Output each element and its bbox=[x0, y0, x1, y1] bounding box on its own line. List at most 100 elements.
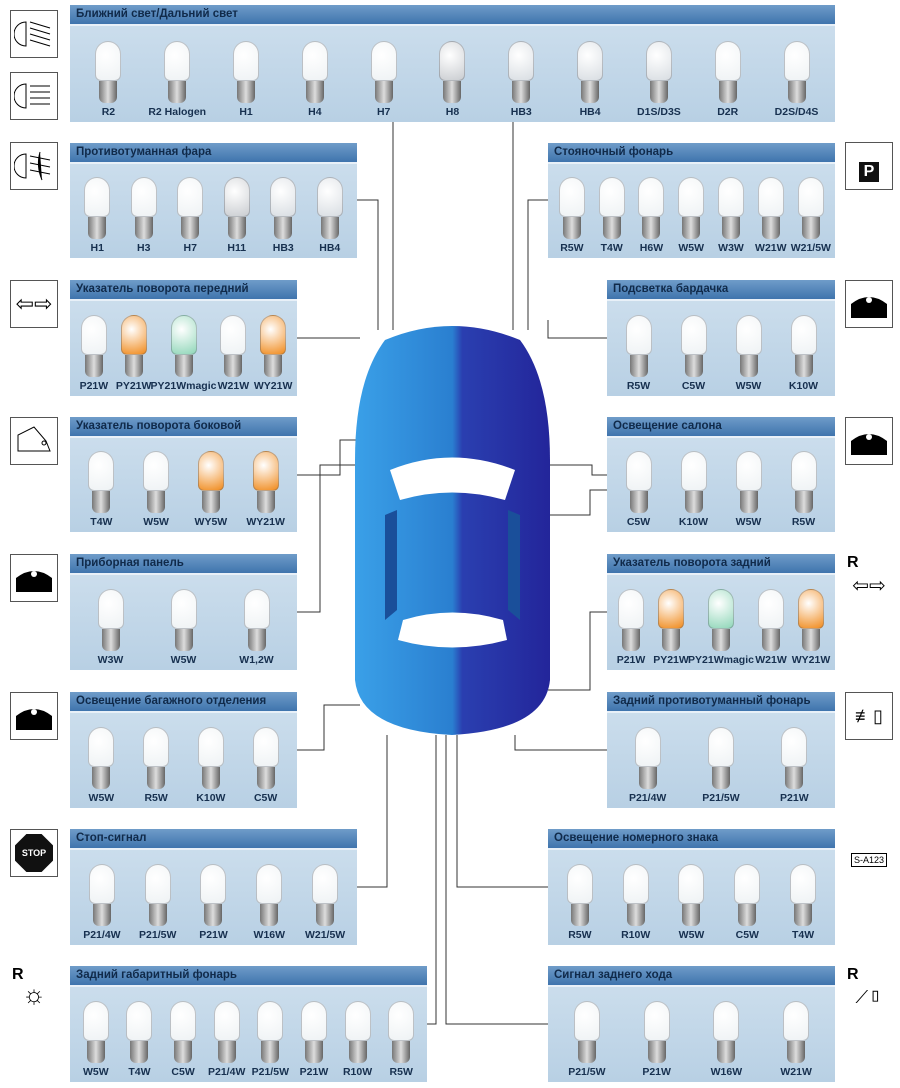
bulb-base bbox=[629, 491, 648, 513]
bulb-label: R5W bbox=[626, 380, 651, 392]
bulb-glass-icon bbox=[82, 1001, 109, 1041]
bulb-base bbox=[92, 904, 111, 926]
p-label: P bbox=[858, 162, 880, 182]
panel-title: Освещение номерного знака bbox=[548, 829, 835, 850]
bulb-label: H3 bbox=[137, 242, 151, 254]
reverse-light-icon: R⟋▯ bbox=[845, 966, 893, 1014]
bulb-glass-icon bbox=[707, 727, 734, 767]
panel-title: Задний габаритный фонарь bbox=[70, 966, 427, 987]
bulb-label: R5W bbox=[791, 516, 816, 528]
bulb-glass-icon bbox=[622, 864, 649, 904]
bulb-item: HB3 bbox=[491, 41, 551, 120]
bulb-base bbox=[647, 1041, 666, 1063]
bulb-glass-icon bbox=[95, 41, 122, 81]
bulb-glass-icon bbox=[783, 1001, 810, 1041]
bulb-item: W21/5W bbox=[791, 177, 831, 256]
bulb-glass-icon bbox=[598, 177, 625, 217]
bulb-item: P21/4W bbox=[74, 864, 130, 943]
bulb-label: T4W bbox=[128, 1066, 151, 1078]
bulb-label: R10W bbox=[342, 1066, 373, 1078]
bulb-glass-icon bbox=[680, 315, 707, 355]
bulb-label: R5W bbox=[389, 1066, 413, 1078]
panel-title: Освещение багажного отделения bbox=[70, 692, 297, 713]
bulb-glass-icon bbox=[757, 177, 784, 217]
bulb-base bbox=[316, 904, 335, 926]
bulb-label: R10W bbox=[621, 929, 651, 941]
bulb-label: P21/5W bbox=[139, 929, 177, 941]
bulb-base bbox=[256, 491, 275, 513]
bulb-glass-icon bbox=[126, 1001, 153, 1041]
bulb-base bbox=[237, 81, 256, 103]
bulb-base bbox=[147, 767, 166, 789]
bulb-item: R5W bbox=[552, 864, 608, 943]
bulb-item: W5W bbox=[721, 315, 776, 394]
bulb-item: P21/5W bbox=[130, 864, 186, 943]
bulb-glass-icon bbox=[735, 315, 762, 355]
bulb-item: D1S/D3S bbox=[629, 41, 689, 120]
bulb-label: P21/4W bbox=[208, 1066, 246, 1078]
bulb-base bbox=[392, 1041, 411, 1063]
bulb-base bbox=[88, 217, 107, 239]
panel-title: Сигнал заднего хода bbox=[548, 966, 835, 987]
bulb-glass-icon bbox=[243, 589, 270, 629]
bulb-label: W21W bbox=[780, 1066, 812, 1078]
rear-position-icon: R☼ bbox=[10, 966, 58, 1014]
bulb-glass-icon bbox=[645, 41, 672, 81]
bulb-base bbox=[260, 904, 279, 926]
bulb-base bbox=[682, 904, 701, 926]
bulb-base bbox=[762, 629, 780, 651]
bulb-label: H8 bbox=[445, 106, 460, 118]
bulb-base bbox=[304, 1041, 323, 1063]
bulb-label: C5W bbox=[735, 929, 759, 941]
bulb-glass-icon bbox=[625, 451, 652, 491]
bulb-glass-icon bbox=[718, 177, 745, 217]
bulb-item: R5W bbox=[776, 451, 831, 530]
bulb-glass-icon bbox=[713, 1001, 740, 1041]
bulb-base bbox=[374, 81, 393, 103]
bulb-item: W5W bbox=[129, 451, 184, 530]
bulb-item: K10W bbox=[666, 451, 721, 530]
bulb-glass-icon bbox=[312, 864, 339, 904]
bulb-base bbox=[738, 904, 757, 926]
bulb-label: W5W bbox=[143, 516, 169, 528]
bulb-label: R5W bbox=[144, 792, 168, 804]
bulb-item: T4W bbox=[592, 177, 632, 256]
bulb-label: K10W bbox=[678, 516, 709, 528]
bulb-base bbox=[649, 81, 668, 103]
bulb-label: W5W bbox=[88, 792, 115, 804]
bulb-base bbox=[684, 355, 703, 377]
bulb-base bbox=[761, 217, 780, 239]
bulb-label: D1S/D3S bbox=[637, 106, 681, 118]
bulb-label: D2R bbox=[717, 106, 739, 118]
bulb-label: W16W bbox=[710, 1066, 743, 1078]
bulb-base bbox=[787, 1041, 806, 1063]
bulb-base bbox=[201, 767, 220, 789]
bulb-glass-icon bbox=[143, 451, 170, 491]
bulb-item: C5W bbox=[161, 1001, 205, 1080]
bulb-item: HB3 bbox=[260, 177, 307, 256]
bulb-item: W21W bbox=[766, 1001, 826, 1080]
bulb-base bbox=[785, 767, 804, 789]
bulb-label: H1 bbox=[239, 106, 253, 118]
bulb-label: T4W bbox=[600, 242, 623, 254]
bulb-label: P21W bbox=[299, 1066, 329, 1078]
r-label: R bbox=[12, 966, 24, 983]
bulb-item: D2S/D4S bbox=[767, 41, 827, 120]
bulb-glass-icon bbox=[344, 1001, 371, 1041]
bulb-glass-icon bbox=[735, 451, 762, 491]
bulb-label: H1 bbox=[90, 242, 104, 254]
bulb-base bbox=[602, 217, 621, 239]
bulb-label: C5W bbox=[253, 792, 278, 804]
bulb-label: P21/5W bbox=[568, 1066, 606, 1078]
bulb-base bbox=[682, 217, 701, 239]
plate-label: S-A123 bbox=[850, 853, 888, 867]
bulb-glass-icon bbox=[144, 864, 171, 904]
bulb-glass-icon bbox=[200, 864, 227, 904]
dashboard-light-icon bbox=[10, 554, 58, 602]
bulb-base bbox=[662, 629, 680, 651]
